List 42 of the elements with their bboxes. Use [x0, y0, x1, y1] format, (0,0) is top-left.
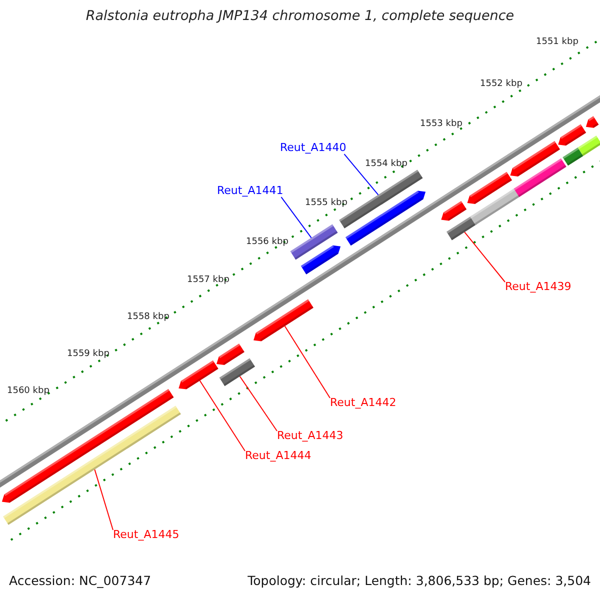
- gene-bar: [345, 190, 426, 246]
- scale-label: 1553 kbp: [420, 120, 462, 130]
- scale-label: 1558 kbp: [127, 313, 170, 323]
- footer-text: Topology: circular; Length: 3,806,533 bp; Genes: 3,504: [248, 574, 591, 588]
- gene-bar: [219, 358, 255, 386]
- gene-bar: [470, 188, 520, 226]
- title: Ralstonia eutropha JMP134 chromosome 1, complete sequence: [84, 9, 516, 24]
- footer-text: Accession: NC_007347: [9, 574, 152, 588]
- leader-line: [284, 326, 330, 398]
- gene-bar: [441, 200, 467, 221]
- gene-bar: [510, 141, 560, 176]
- gene-label: Reut_A1441: [217, 185, 284, 198]
- gene-bar: [446, 216, 478, 240]
- scale-label: 1552 kbp: [480, 80, 522, 90]
- gene-bar: [3, 406, 181, 525]
- gene-label: Reut_A1442: [330, 397, 396, 410]
- gene-label: Reut_A1440: [280, 142, 346, 154]
- gene-bar: [514, 158, 566, 197]
- scale-label: 1557 kbp: [187, 276, 230, 286]
- gene-bar: [467, 172, 512, 204]
- gene-bar: [254, 299, 314, 342]
- leader-line: [199, 380, 246, 452]
- gene-bar: [578, 136, 600, 156]
- scale-label: 1559 kbp: [67, 350, 110, 360]
- gene-bar: [216, 344, 244, 365]
- leader-line: [239, 376, 278, 432]
- scale-label: 1555 kbp: [305, 199, 348, 209]
- gene-bar: [586, 116, 599, 128]
- gene-bar: [300, 245, 341, 274]
- gene-bar: [178, 360, 218, 390]
- scale-label: 1551 kbp: [536, 38, 578, 48]
- scale-label: 1554 kbp: [365, 160, 408, 170]
- gene-label: Reut_A1445: [113, 529, 180, 542]
- leader-line: [94, 469, 114, 530]
- scale-label: 1560 kbp: [7, 387, 50, 397]
- gene-label: Reut_A1443: [277, 430, 344, 442]
- gene-bar: [562, 148, 584, 166]
- gene-label: Reut_A1439: [505, 281, 572, 294]
- gene-bar: [558, 124, 586, 146]
- gene-bar: [290, 224, 338, 260]
- gene-label: Reut_A1444: [245, 450, 312, 462]
- scale-label: 1556 kbp: [246, 238, 288, 248]
